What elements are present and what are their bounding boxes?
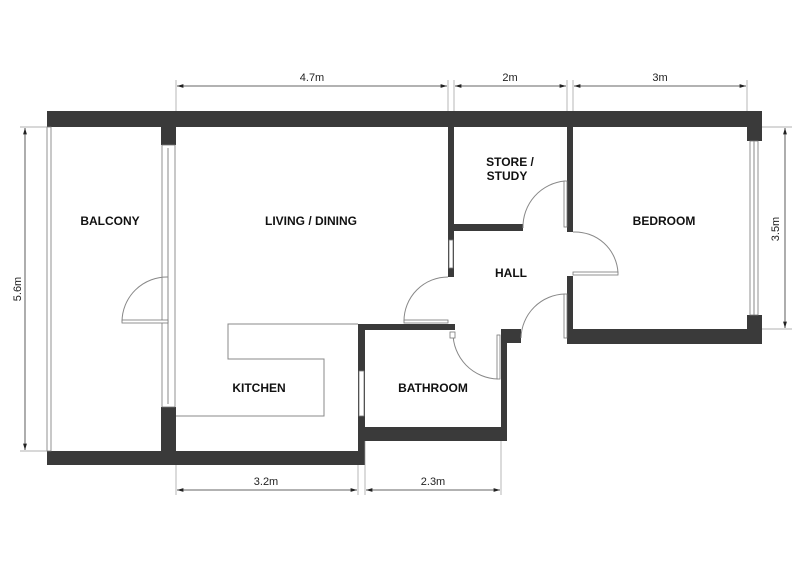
wall-bedroom-bottom [567, 329, 762, 344]
label-hall: HALL [495, 266, 527, 280]
wall-bedroom-right-lower [747, 315, 762, 344]
wall-store-bedroom [567, 127, 573, 232]
wall-bottom-balcony-kitchen [47, 451, 365, 465]
balcony-door[interactable] [121, 276, 169, 324]
dimensions: 4.7m 2m 3m 5.6m 3.5m 3.2m 2.3m [12, 72, 792, 495]
wall-living-store [448, 127, 454, 277]
label-bedroom: BEDROOM [633, 214, 696, 228]
windows [46, 126, 759, 452]
store-door[interactable] [522, 180, 568, 229]
label-study: STUDY [487, 169, 528, 183]
cupboard-door[interactable] [520, 293, 568, 339]
dim-top-bedroom: 3m [652, 72, 667, 84]
doors [121, 180, 619, 380]
label-kitchen: KITCHEN [232, 381, 285, 395]
wall-balcony-living-lower [161, 407, 176, 451]
kitchen-counter [176, 323, 358, 417]
dim-bottom-kitchen: 3.2m [254, 476, 278, 488]
dim-top-store: 2m [502, 72, 517, 84]
wall-top [47, 111, 762, 127]
room-labels: BALCONY LIVING / DINING STORE / STUDY BE… [80, 155, 695, 395]
living-hall-window [448, 239, 454, 269]
wall-bathroom-bottom [358, 427, 507, 441]
dim-bottom-bathroom: 2.3m [421, 476, 445, 488]
label-living-dining: LIVING / DINING [265, 214, 357, 228]
dim-right-height: 3.5m [770, 217, 782, 241]
wall-bedroom-left-lower [567, 276, 573, 344]
door-stop-square [449, 331, 456, 339]
living-door[interactable] [403, 276, 449, 324]
wall-balcony-living-upper [161, 127, 176, 145]
dim-top-living: 4.7m [300, 72, 324, 84]
bedroom-door[interactable] [572, 231, 619, 276]
bathroom-door[interactable] [449, 331, 501, 380]
wall-store-bottom [454, 224, 523, 231]
walls [47, 111, 762, 465]
label-store: STORE / [486, 155, 534, 169]
kitchen-window [358, 370, 365, 417]
balcony-outer-rail [46, 126, 52, 452]
wall-bedroom-right-upper [747, 127, 762, 141]
wall-bathroom-top [358, 324, 455, 330]
label-balcony: BALCONY [80, 214, 139, 228]
dim-left-height: 5.6m [12, 277, 24, 301]
label-bathroom: BATHROOM [398, 381, 468, 395]
wall-bathroom-right [501, 329, 507, 441]
